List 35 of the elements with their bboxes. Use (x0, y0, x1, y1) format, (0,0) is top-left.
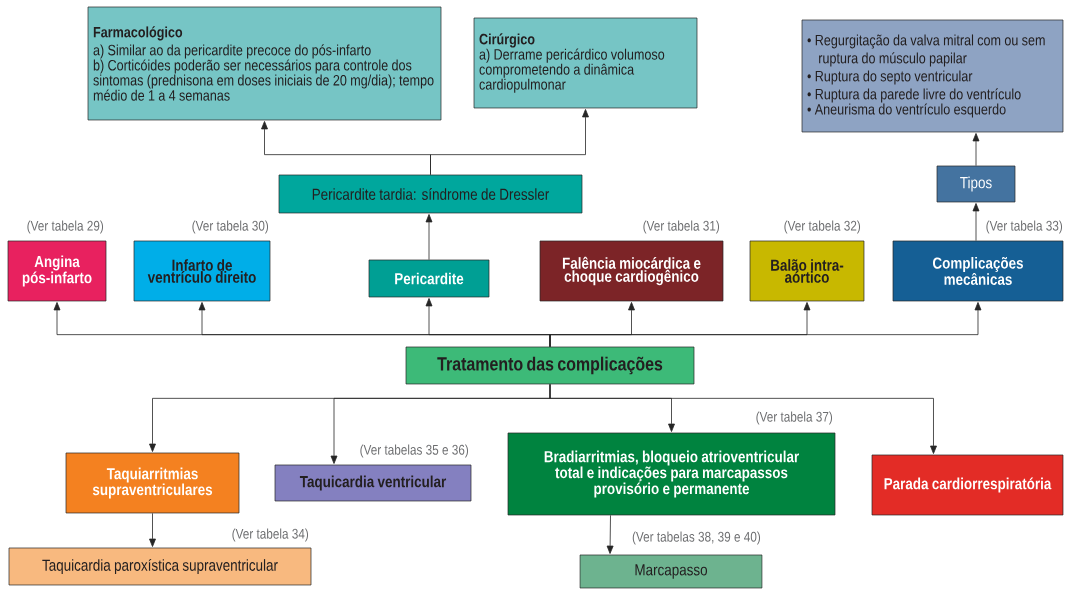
main-box: Tratamento das complicações (405, 346, 695, 385)
table-reference: (Ver tabela 30) (192, 220, 269, 234)
process-box: Pericardite (368, 259, 490, 298)
table-reference: (Ver tabela 37) (756, 411, 833, 425)
info-box: Cirúrgico a) Derrame pericárdico volumoso comprometendo a dinâmica cardiopulmonar (473, 17, 698, 109)
arrow (425, 214, 433, 261)
table-reference: (Ver tabelas 38, 39 e 40) (632, 531, 761, 545)
process-box: Falência miocárdica e choque cardiogênico (539, 240, 724, 302)
list-box: • Regurgitação da valva mitral com ou sem ruptura do músculo papilar • Ruptura do septo ventricular • Ruptura da parede livre do ventrículo • Aneurisma do ventrículo esquerdo (801, 19, 1064, 133)
table-reference: (Ver tabela 34) (232, 528, 309, 542)
process-box: Parada cardiorrespiratória (871, 454, 1064, 516)
arrow (149, 512, 156, 547)
process-box: Pericardite tardia: síndrome de Dressler (278, 174, 583, 214)
process-box: Tipos (936, 165, 1016, 203)
arrow (549, 383, 937, 454)
process-box: Taquicardia ventricular (274, 464, 472, 502)
process-box: Taquicardia paroxística supraventricular (8, 547, 312, 586)
table-reference: (Ver tabela 29) (27, 220, 104, 234)
arrow (430, 109, 589, 176)
arrow (972, 133, 980, 167)
arrow (606, 514, 614, 554)
table-reference: (Ver tabela 31) (643, 220, 720, 234)
table-reference: (Ver tabelas 35 e 36) (360, 444, 469, 458)
process-box: Marcapasso (579, 554, 763, 589)
info-box: Farmacológico a) Similar ao da pericardite precoce do pós-infarto b) Corticóides poderão ser necessários para controle dos sintomas (prednisona em doses iniciais de 20 mg/dia); tempo médio de 1 a 4 semanas (87, 6, 442, 121)
table-reference: (Ver tabela 32) (784, 220, 861, 234)
process-box: Complicações mecânicas (892, 240, 1064, 302)
process-box: Balão intra-aórtico (749, 240, 865, 302)
process-box: Angina pós-infarto (7, 240, 107, 302)
table-reference: (Ver tabela 33) (986, 220, 1063, 234)
arrow (972, 203, 980, 242)
process-box: Bradiarritmias, bloqueio atrioventricular total e indicações para marcapassos provisório e permanente (507, 432, 836, 516)
process-box: Taquiarritmias supraventriculares (65, 452, 240, 514)
arrow (549, 302, 982, 348)
process-box: Infarto de ventrículo direito (133, 240, 271, 302)
